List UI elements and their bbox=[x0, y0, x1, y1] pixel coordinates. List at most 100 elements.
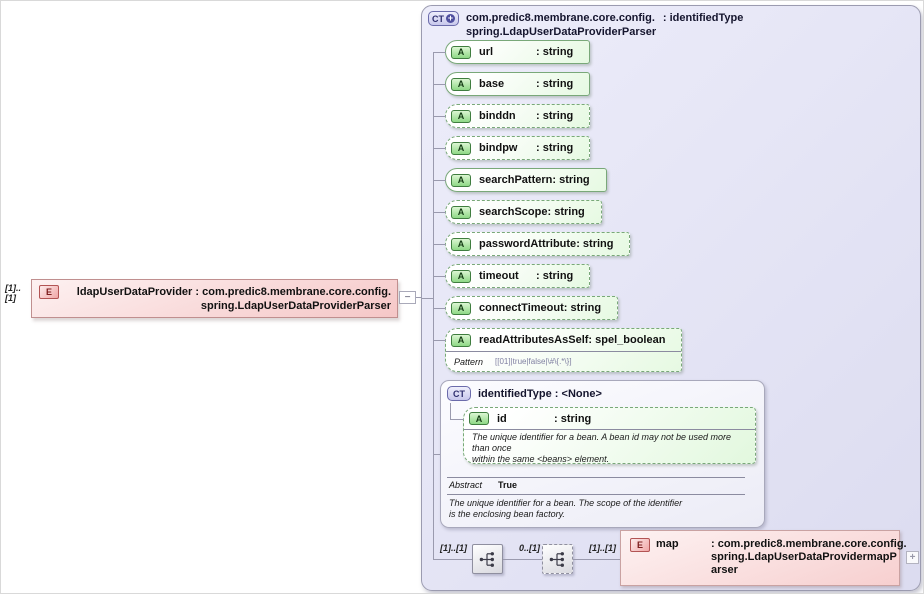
separator bbox=[447, 494, 745, 495]
basetype-identifiedType[interactable]: CT identifiedType : <None> A id : string… bbox=[440, 380, 765, 528]
element-type-line1: : com.predic8.membrane.core.config. bbox=[192, 286, 391, 298]
attribute-icon: A bbox=[451, 109, 471, 123]
basetype-documentation: The unique identifier for a bean. The sc… bbox=[449, 498, 683, 519]
element-type-line2: spring.LdapUserDataProviderParser bbox=[200, 300, 391, 312]
basetype-title: identifiedType : <None> bbox=[478, 387, 602, 400]
element-ldapUserDataProvider[interactable]: E ldapUserDataProvider : com.predic8.mem… bbox=[31, 279, 398, 318]
complextype-title-line2: spring.LdapUserDataProviderParser bbox=[466, 26, 657, 38]
complextype-header: CT+ com.predic8.membrane.core.config.: i… bbox=[428, 11, 743, 39]
connector-line bbox=[503, 559, 542, 560]
root-element-cardinality: [1]..[1] bbox=[5, 283, 22, 303]
basetype-header: CT identifiedType : <None> bbox=[447, 386, 602, 401]
group1-cardinality: [1]..[1] bbox=[440, 543, 467, 553]
pattern-facet: Pattern [[01]|true|false|\#\{.*\}] bbox=[446, 351, 682, 371]
attribute-name: readAttributesAsSelf bbox=[479, 334, 589, 346]
attribute-type: : string bbox=[536, 110, 574, 122]
extension-plus-icon: + bbox=[446, 13, 455, 23]
element-name: map bbox=[656, 538, 679, 550]
abstract-facet: Abstract True bbox=[449, 480, 517, 490]
pattern-value: [[01]|true|false|\#\{.*\}] bbox=[495, 357, 572, 366]
attribute-type: : string bbox=[554, 412, 592, 425]
attribute-name: url bbox=[479, 46, 494, 58]
attribute-icon: A bbox=[451, 173, 471, 187]
attribute-name: searchPattern bbox=[479, 174, 553, 186]
separator bbox=[447, 477, 745, 478]
abstract-label: Abstract bbox=[449, 480, 483, 490]
sequence-glyph bbox=[549, 551, 564, 567]
element-type: : com.predic8.membrane.core.config.sprin… bbox=[711, 538, 907, 577]
element-icon: E bbox=[630, 538, 650, 552]
complextype-icon: CT+ bbox=[428, 11, 459, 26]
attribute-icon: A bbox=[451, 77, 471, 91]
map-element-cardinality: [1]..[1] bbox=[589, 543, 616, 553]
complextype-container[interactable]: CT+ com.predic8.membrane.core.config.: i… bbox=[421, 5, 921, 591]
basetype-spine bbox=[450, 403, 451, 419]
attribute-type: : string bbox=[547, 206, 585, 218]
connector-basetype-stub bbox=[433, 454, 440, 455]
attribute-icon: A bbox=[451, 269, 471, 283]
connector-spine bbox=[433, 52, 434, 559]
optional-sequence-compositor-icon[interactable] bbox=[542, 544, 573, 574]
connector-line bbox=[416, 297, 422, 298]
attribute-type: : string bbox=[563, 302, 602, 314]
element-type-line1: : com.predic8.membrane.core.config. bbox=[711, 538, 907, 550]
attribute-icon: A bbox=[451, 141, 471, 155]
attribute-type: : string bbox=[536, 78, 574, 90]
connector-contentmodel-stub bbox=[433, 559, 472, 560]
pattern-label: Pattern bbox=[454, 356, 484, 367]
attribute-name: searchScope bbox=[479, 206, 548, 218]
element-label: ldapUserDataProvider : com.predic8.membr… bbox=[65, 285, 391, 313]
basetype-icon-label: CT bbox=[453, 388, 465, 399]
attribute-icon: A bbox=[451, 333, 471, 347]
attribute-type: : spel_boolean bbox=[588, 334, 666, 346]
attribute-name: binddn bbox=[479, 110, 516, 122]
element-icon: E bbox=[39, 285, 59, 299]
attribute-icon: A bbox=[451, 45, 471, 59]
expand-toggle[interactable]: + bbox=[906, 551, 919, 564]
element-type-line2: spring.LdapUserDataProvidermapP bbox=[711, 551, 897, 563]
attribute-icon: A bbox=[451, 301, 471, 315]
attribute-type: : string bbox=[536, 142, 574, 154]
group2-cardinality: 0..[1] bbox=[518, 543, 540, 553]
complextype-icon-label: CT bbox=[432, 13, 444, 24]
element-map[interactable]: E map : com.predic8.membrane.core.config… bbox=[620, 530, 907, 586]
collapse-toggle[interactable]: − bbox=[399, 291, 416, 304]
attribute-documentation: The unique identifier for a bean. A bean… bbox=[472, 432, 731, 464]
attribute-type: : string bbox=[536, 46, 574, 58]
element-type-line3: arser bbox=[711, 564, 738, 576]
sequence-compositor-icon[interactable] bbox=[472, 544, 503, 574]
attribute-name: id bbox=[497, 412, 507, 425]
basetype-icon: CT bbox=[447, 386, 471, 401]
attribute-name: connectTimeout bbox=[479, 302, 564, 314]
complextype-title-name: com.predic8.membrane.core.config. bbox=[466, 12, 655, 24]
attribute-name: base bbox=[479, 78, 505, 90]
attribute-id[interactable]: A id : string The unique identifier for … bbox=[450, 407, 756, 464]
attribute-icon: A bbox=[469, 412, 489, 425]
connector-entry-stub bbox=[422, 298, 433, 299]
attribute-name: bindpw bbox=[479, 142, 518, 154]
connector-line bbox=[573, 559, 620, 560]
element-name: ldapUserDataProvider bbox=[76, 286, 193, 298]
attribute-icon: A bbox=[451, 205, 471, 219]
abstract-value: True bbox=[498, 480, 518, 490]
attribute-name: timeout bbox=[479, 270, 519, 282]
